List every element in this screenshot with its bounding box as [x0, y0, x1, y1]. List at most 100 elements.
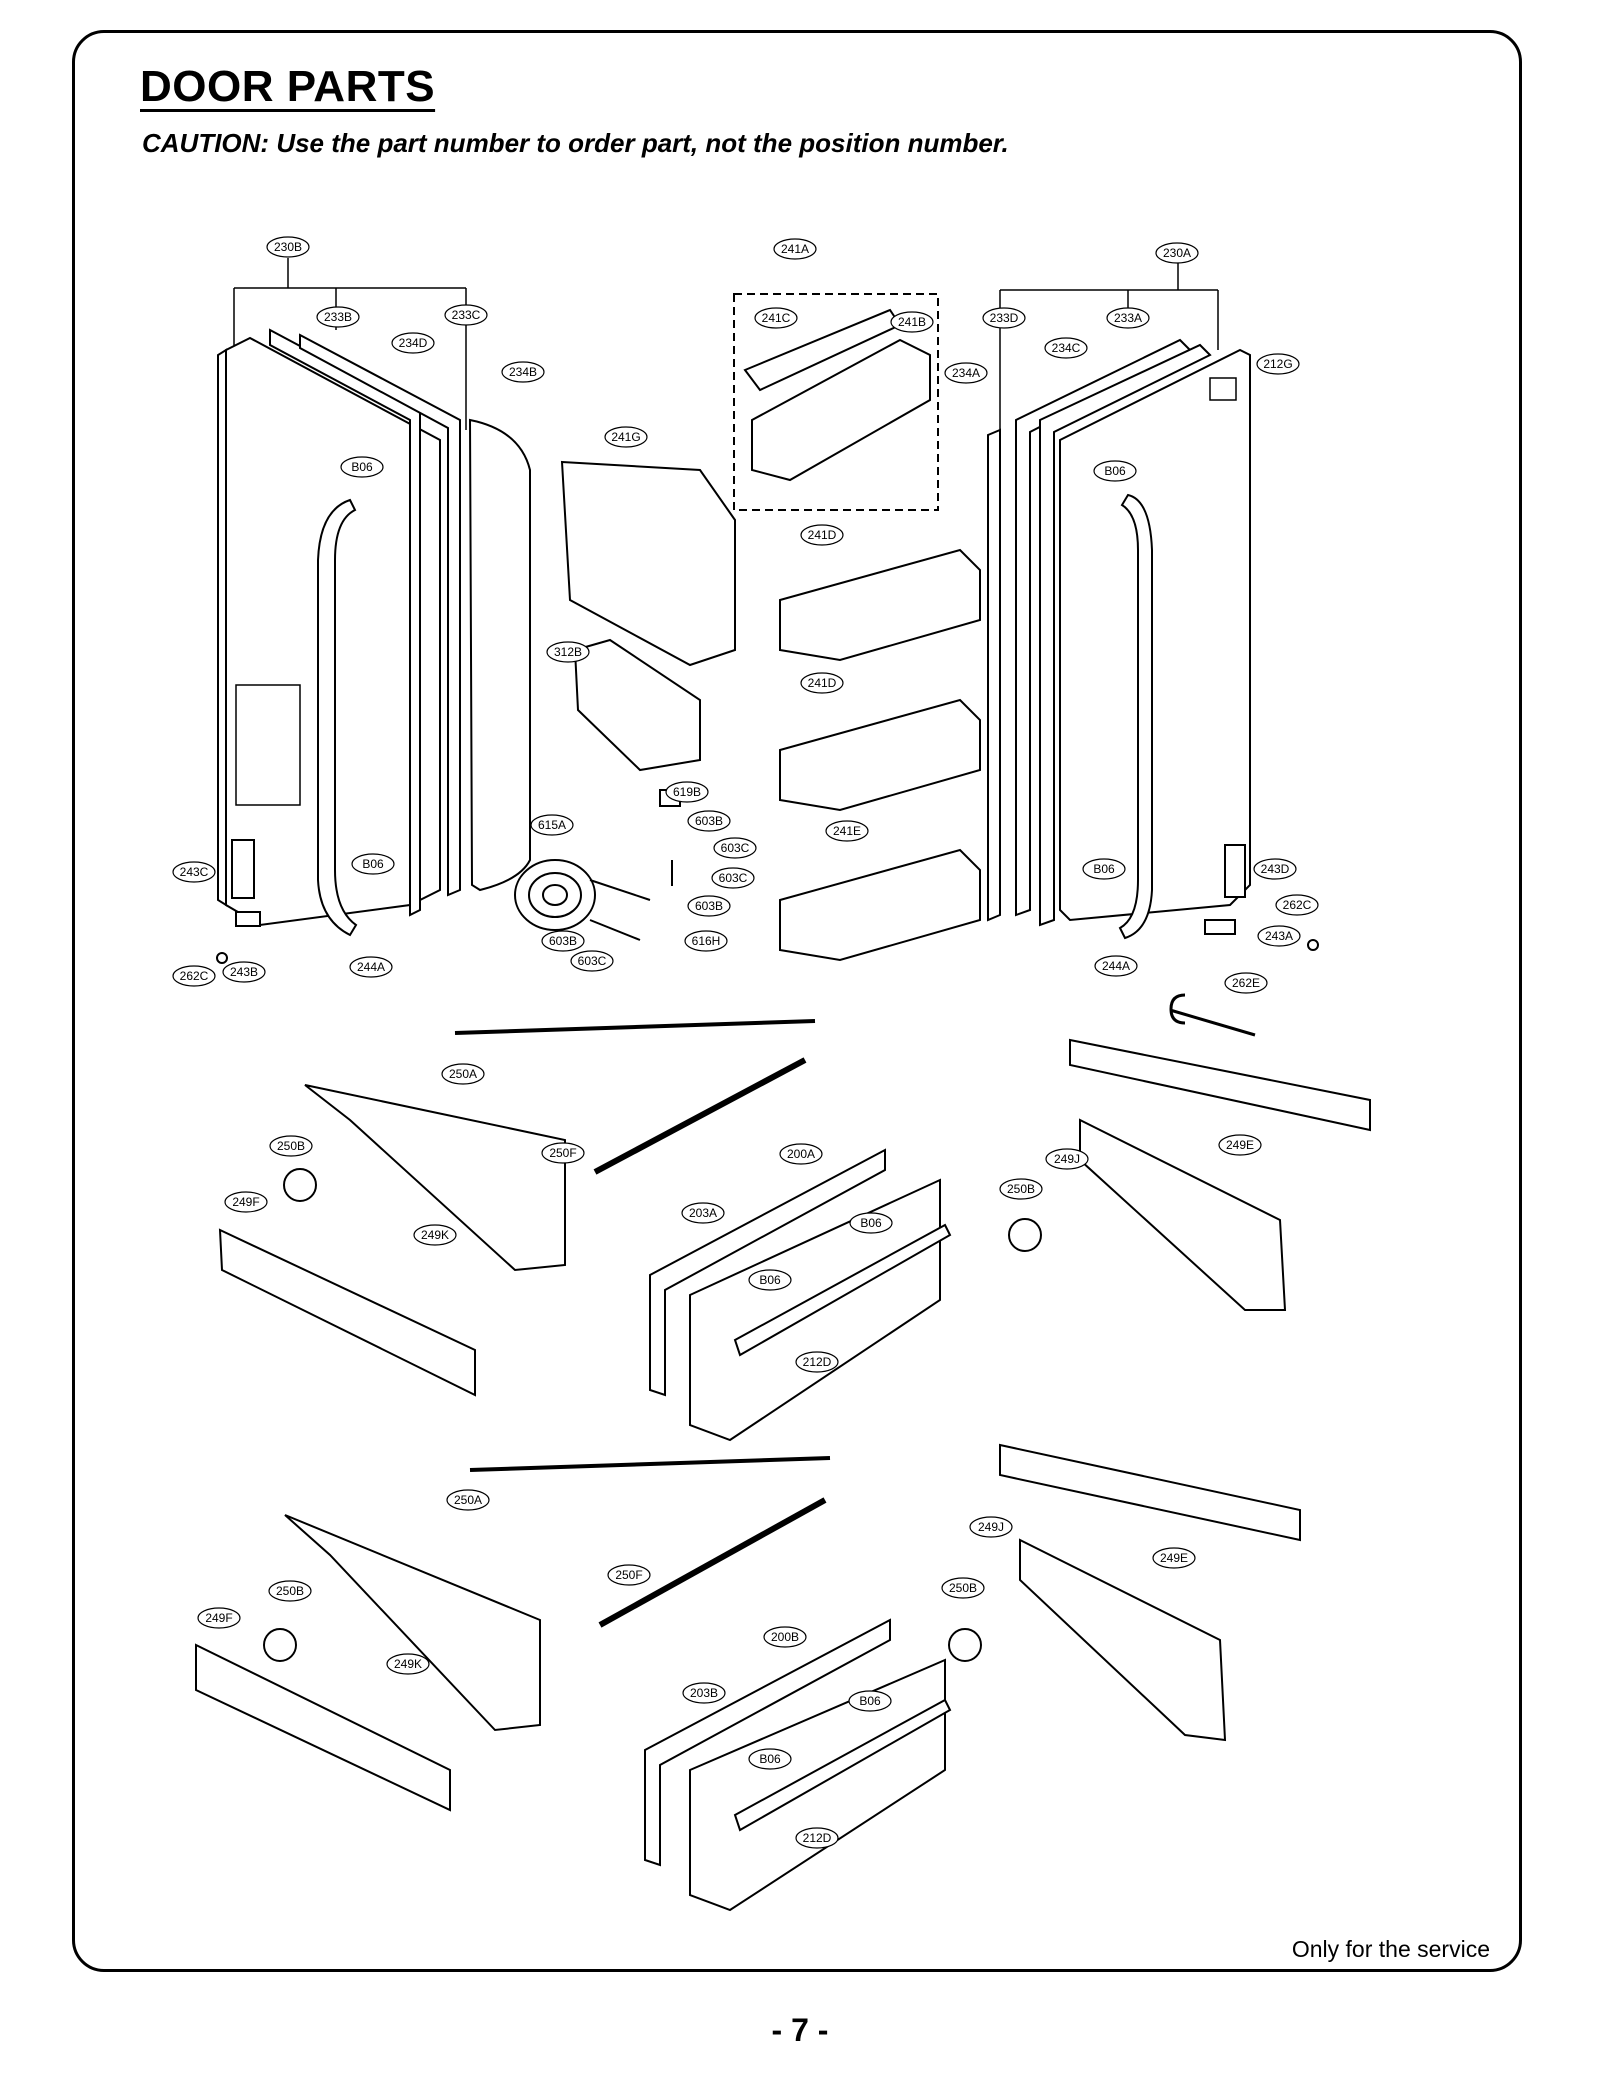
svg-text:250B: 250B	[276, 1584, 304, 1598]
svg-text:249E: 249E	[1226, 1138, 1254, 1152]
part-label-203b: 203B	[682, 1682, 726, 1704]
svg-text:230A: 230A	[1163, 246, 1191, 260]
svg-text:244A: 244A	[1102, 959, 1130, 973]
svg-text:203A: 203A	[689, 1206, 717, 1220]
part-label-234d: 234D	[391, 332, 435, 354]
part-label-234c: 234C	[1044, 337, 1088, 359]
svg-text:250B: 250B	[1007, 1182, 1035, 1196]
svg-text:603C: 603C	[721, 841, 750, 855]
svg-text:B06: B06	[362, 857, 384, 871]
svg-text:262E: 262E	[1232, 976, 1260, 990]
part-label-243b: 243B	[222, 961, 266, 983]
svg-text:249F: 249F	[232, 1195, 259, 1209]
svg-text:241G: 241G	[611, 430, 640, 444]
part-label-212d: 212D	[795, 1351, 839, 1373]
part-label-233d: 233D	[982, 307, 1026, 329]
part-label-234a: 234A	[944, 362, 988, 384]
svg-text:249K: 249K	[394, 1657, 422, 1671]
svg-text:603B: 603B	[695, 814, 723, 828]
part-label-250f: 250F	[541, 1142, 585, 1164]
part-label-244a: 244A	[1094, 955, 1138, 977]
svg-text:249F: 249F	[205, 1611, 232, 1625]
part-label-250f: 250F	[607, 1564, 651, 1586]
lower-drawer-assembly	[195, 1443, 1301, 1912]
svg-text:249J: 249J	[1054, 1152, 1080, 1166]
svg-text:603C: 603C	[578, 954, 607, 968]
svg-text:250F: 250F	[615, 1568, 642, 1582]
part-label-241a: 241A	[773, 238, 817, 260]
svg-text:230B: 230B	[274, 240, 302, 254]
svg-text:212D: 212D	[803, 1831, 832, 1845]
svg-text:249E: 249E	[1160, 1551, 1188, 1565]
part-label-262c: 262C	[172, 965, 216, 987]
part-label-233a: 233A	[1106, 307, 1150, 329]
svg-text:262C: 262C	[1283, 898, 1312, 912]
part-label-241d: 241D	[800, 524, 844, 546]
part-label-234b: 234B	[501, 361, 545, 383]
part-label-262e: 262E	[1224, 972, 1268, 994]
part-label-b06: B06	[1082, 858, 1126, 880]
svg-text:619B: 619B	[673, 785, 701, 799]
svg-text:234B: 234B	[509, 365, 537, 379]
part-label-241c: 241C	[754, 307, 798, 329]
svg-text:200A: 200A	[787, 1147, 815, 1161]
svg-text:212D: 212D	[803, 1355, 832, 1369]
part-label-249k: 249K	[413, 1224, 457, 1246]
svg-text:262C: 262C	[180, 969, 209, 983]
svg-text:249J: 249J	[978, 1520, 1004, 1534]
svg-text:603B: 603B	[549, 934, 577, 948]
part-label-249k: 249K	[386, 1653, 430, 1675]
right-door-assembly	[987, 258, 1319, 1037]
part-label-249j: 249J	[969, 1516, 1013, 1538]
svg-text:241B: 241B	[898, 315, 926, 329]
part-label-262c: 262C	[1275, 894, 1319, 916]
part-label-b06: B06	[1093, 460, 1137, 482]
svg-text:B06: B06	[759, 1752, 781, 1766]
part-label-b06: B06	[748, 1748, 792, 1770]
part-label-603b: 603B	[541, 930, 585, 952]
svg-text:250B: 250B	[949, 1581, 977, 1595]
svg-text:200B: 200B	[771, 1630, 799, 1644]
part-label-603c: 603C	[570, 950, 614, 972]
svg-text:B06: B06	[859, 1694, 881, 1708]
part-label-b06: B06	[849, 1212, 893, 1234]
svg-text:B06: B06	[860, 1216, 882, 1230]
part-label-250a: 250A	[441, 1063, 485, 1085]
svg-text:250A: 250A	[449, 1067, 477, 1081]
svg-text:233D: 233D	[990, 311, 1019, 325]
svg-text:B06: B06	[351, 460, 373, 474]
part-label-249f: 249F	[197, 1607, 241, 1629]
part-label-616h: 616H	[684, 930, 728, 952]
svg-text:243D: 243D	[1261, 862, 1290, 876]
page-number: - 7 -	[771, 2012, 829, 2048]
svg-text:234D: 234D	[399, 336, 428, 350]
part-label-250b: 250B	[268, 1580, 312, 1602]
svg-text:250F: 250F	[549, 1146, 576, 1160]
svg-text:241E: 241E	[833, 824, 861, 838]
part-label-250a: 250A	[446, 1489, 490, 1511]
part-label-241d: 241D	[800, 672, 844, 694]
part-label-603b: 603B	[687, 895, 731, 917]
part-label-230b: 230B	[266, 236, 310, 258]
svg-text:616H: 616H	[692, 934, 721, 948]
part-label-243d: 243D	[1253, 858, 1297, 880]
svg-text:233B: 233B	[324, 310, 352, 324]
part-label-603c: 603C	[711, 867, 755, 889]
svg-text:603C: 603C	[719, 871, 748, 885]
part-label-250b: 250B	[999, 1178, 1043, 1200]
svg-text:241D: 241D	[808, 528, 837, 542]
part-label-b06: B06	[340, 456, 384, 478]
part-label-230a: 230A	[1155, 242, 1199, 264]
caution-note: CAUTION: Use the part number to order pa…	[142, 128, 1009, 158]
svg-text:250B: 250B	[277, 1139, 305, 1153]
svg-text:241A: 241A	[781, 242, 809, 256]
part-label-603b: 603B	[687, 810, 731, 832]
part-label-249e: 249E	[1152, 1547, 1196, 1569]
part-label-312b: 312B	[546, 641, 590, 663]
part-label-200b: 200B	[763, 1626, 807, 1648]
upper-drawer-assembly	[218, 1019, 1371, 1442]
part-label-249j: 249J	[1045, 1148, 1089, 1170]
svg-text:249K: 249K	[421, 1228, 449, 1242]
page-title: DOOR PARTS	[140, 62, 436, 111]
